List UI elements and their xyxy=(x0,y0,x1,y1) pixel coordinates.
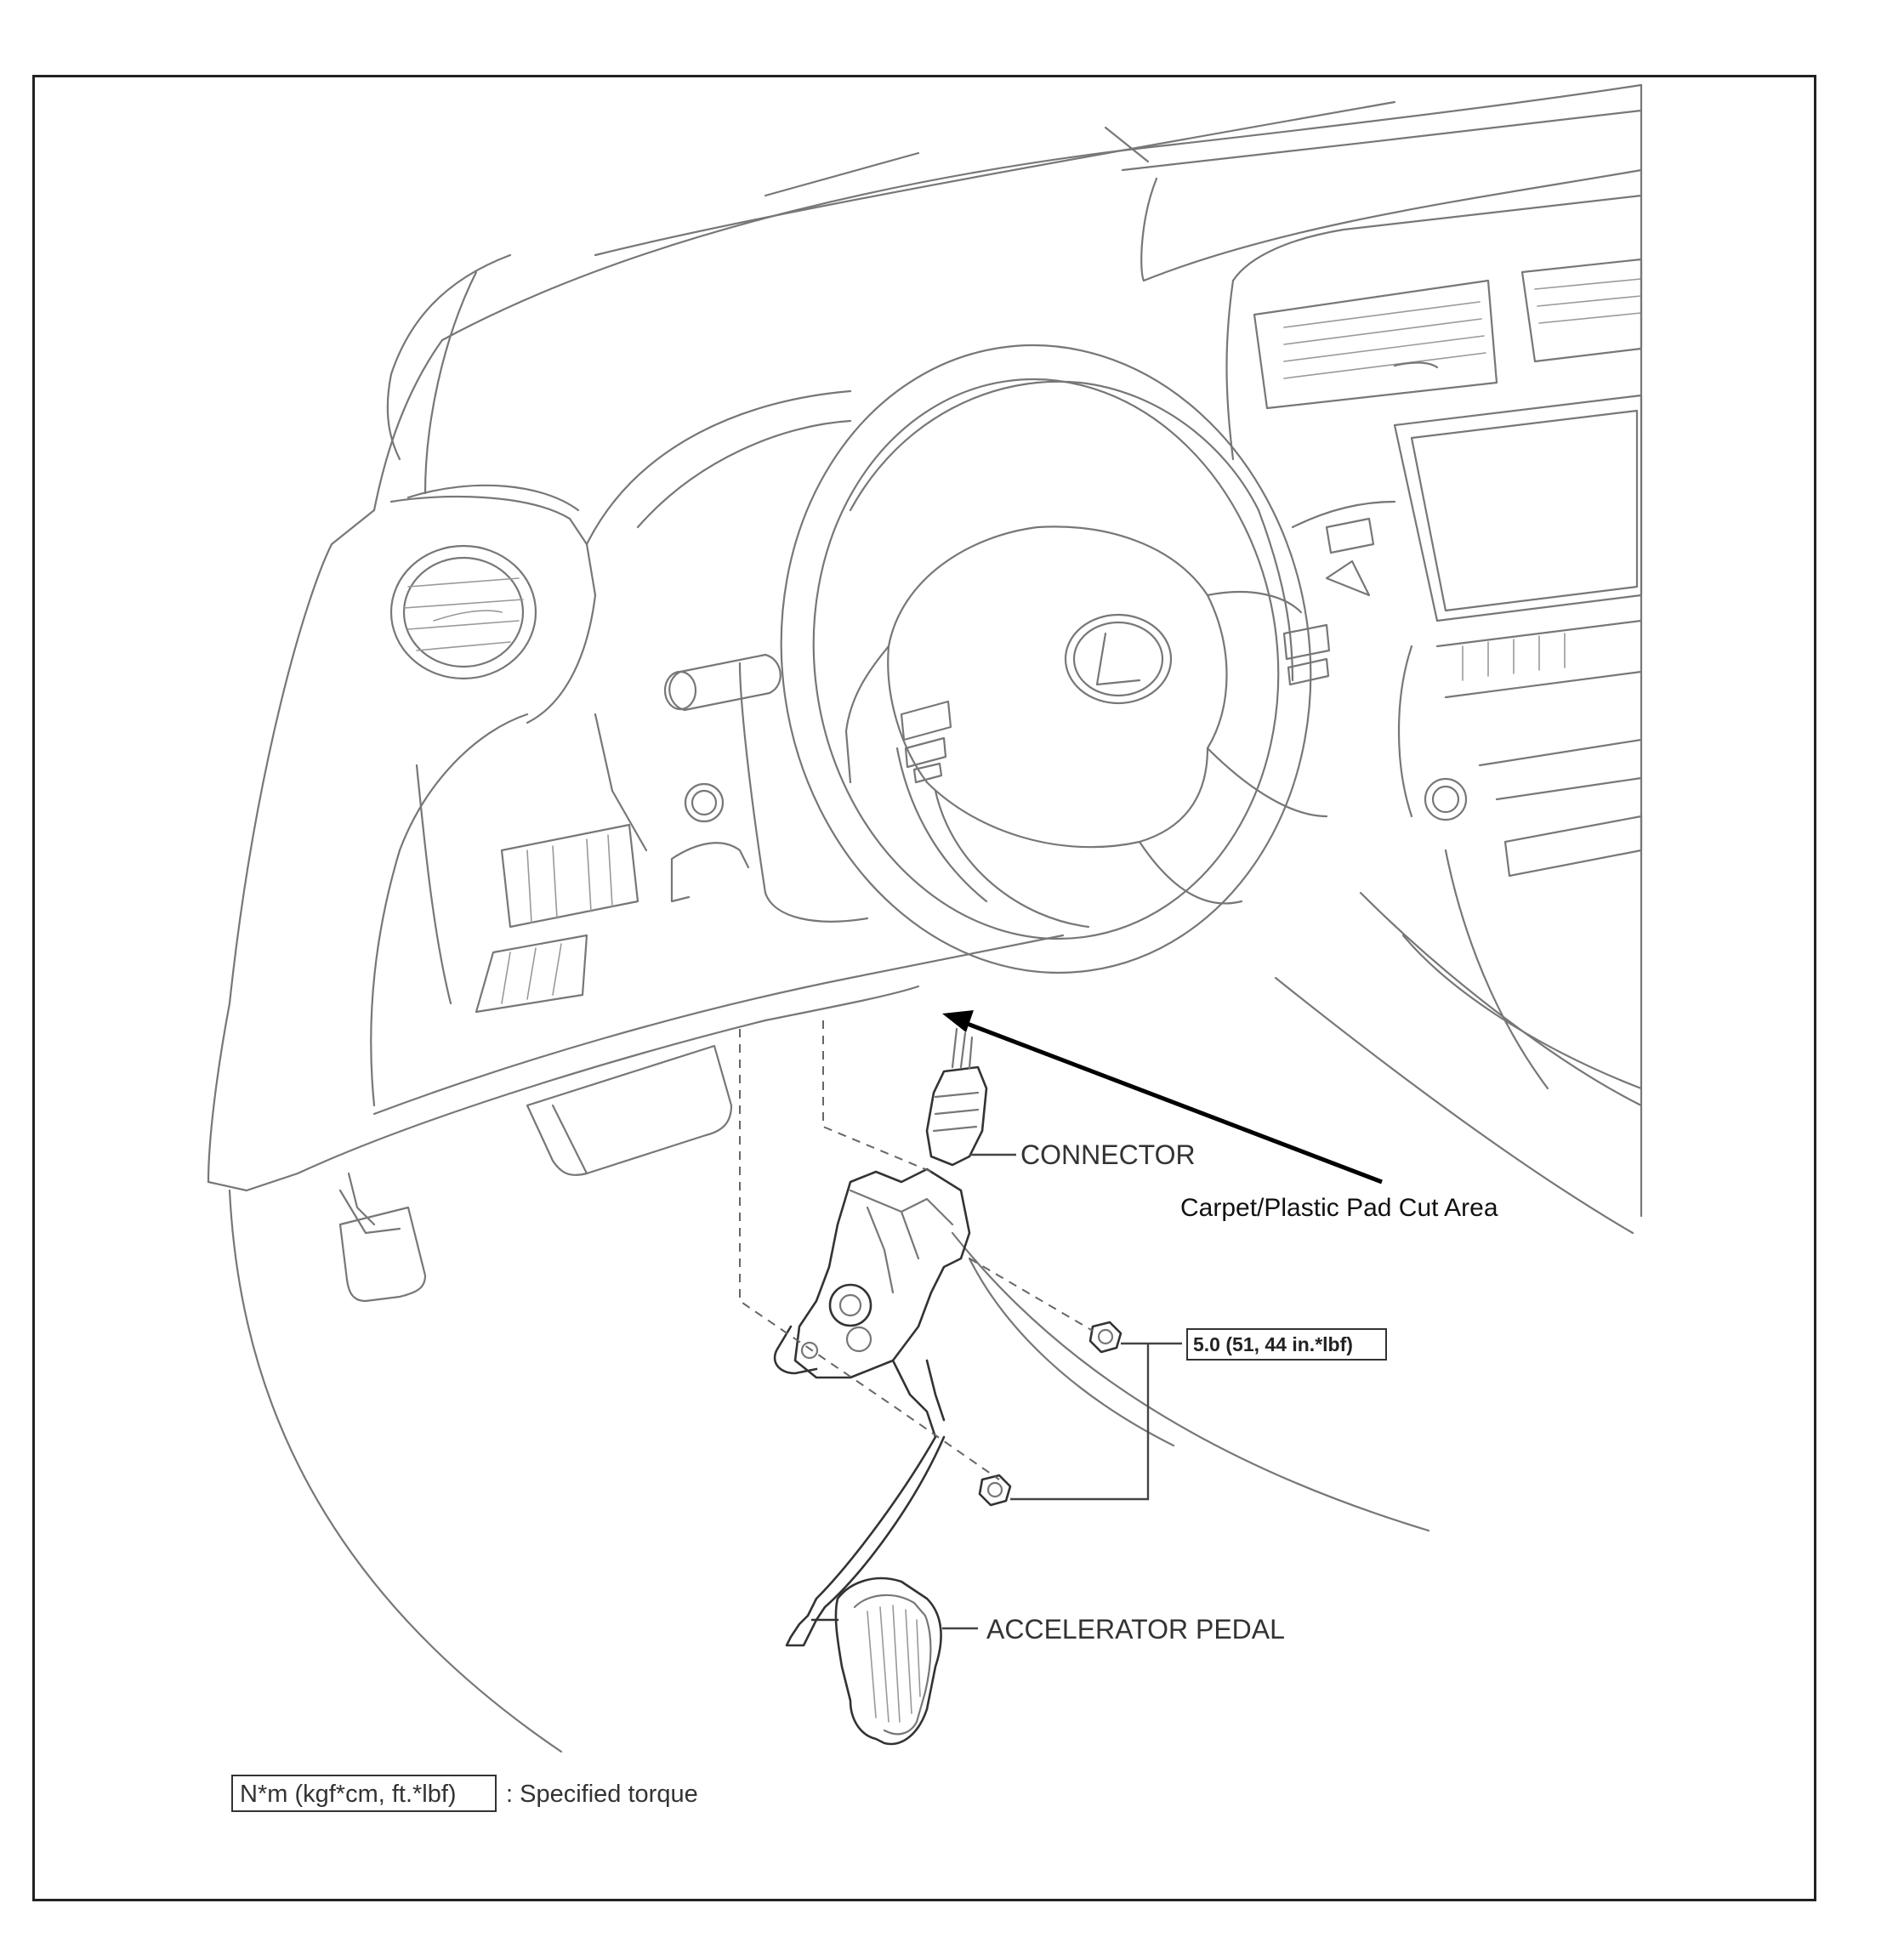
lower-nut-icon xyxy=(978,1474,1012,1507)
legend-unit-label: N*m (kgf*cm, ft.*lbf) xyxy=(240,1781,457,1808)
torque-value-box xyxy=(1186,1328,1387,1361)
legend-unit-box xyxy=(231,1775,497,1812)
upper-nut-icon xyxy=(1088,1321,1123,1354)
dashboard-drawing xyxy=(207,83,1643,1753)
legend-text: : Specified torque xyxy=(506,1781,698,1808)
accelerator-pedal-assembly xyxy=(739,1010,1383,1746)
torque-value-label: 5.0 (51, 44 in.*lbf) xyxy=(1193,1333,1353,1355)
carpet-cut-area-label: Carpet/Plastic Pad Cut Area xyxy=(1180,1194,1498,1222)
connector-label: CONNECTOR xyxy=(1020,1139,1196,1170)
accelerator-pedal-label: ACCELERATOR PEDAL xyxy=(986,1614,1285,1645)
